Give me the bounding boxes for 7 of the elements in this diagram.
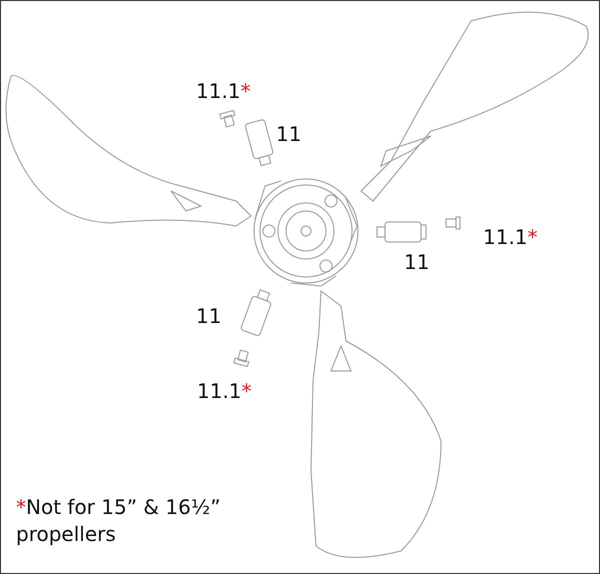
part-number: 11: [276, 122, 302, 146]
footnote: *Not for 15” & 16½” propellers: [16, 494, 222, 548]
part-number: 11.1*: [196, 79, 251, 103]
part-number: 11.1*: [483, 225, 538, 249]
part-number: 11.1*: [197, 379, 252, 403]
part-number: 11: [404, 250, 430, 274]
part-number: 11: [196, 304, 222, 328]
